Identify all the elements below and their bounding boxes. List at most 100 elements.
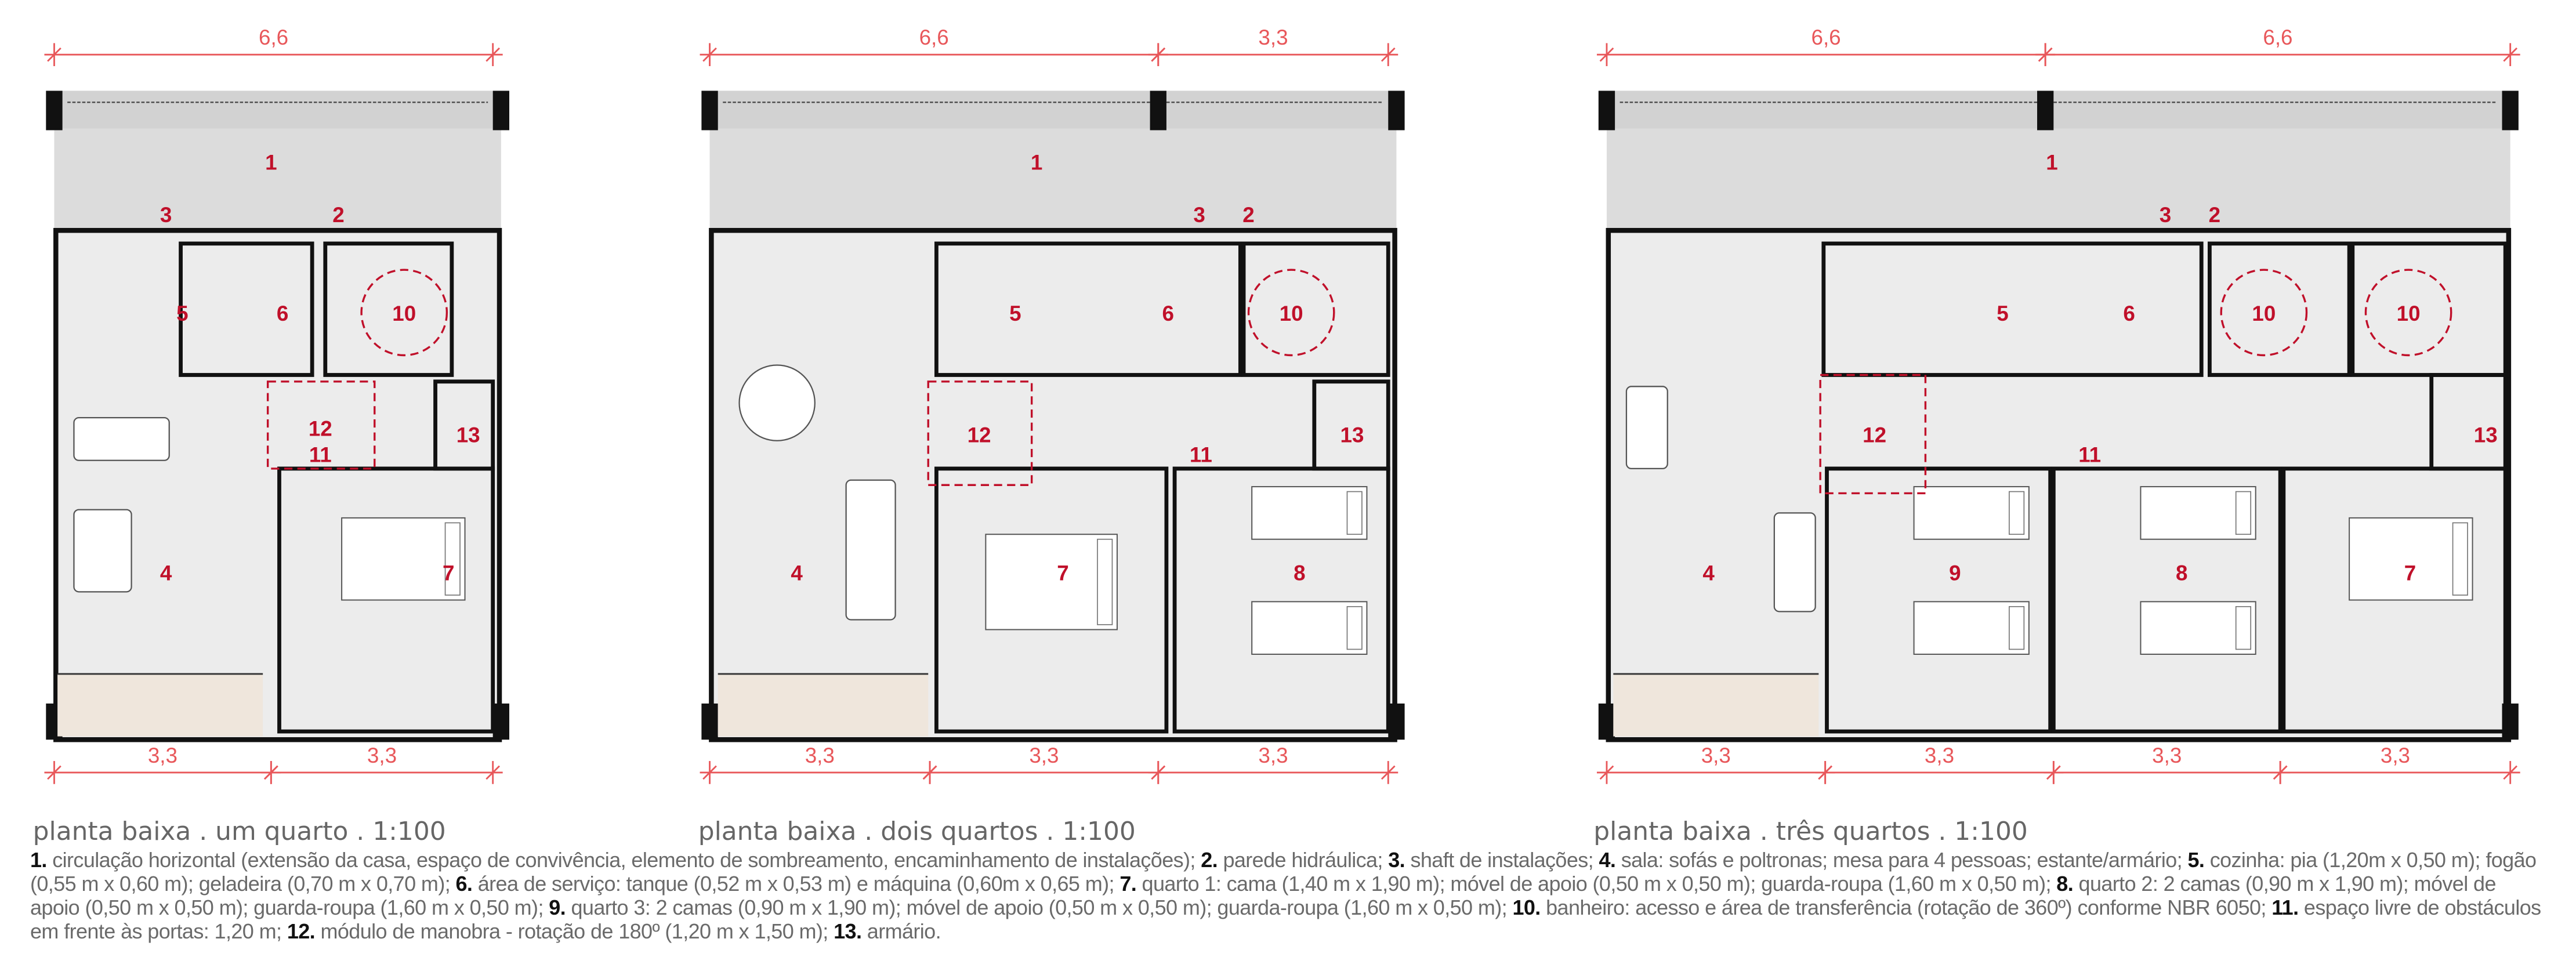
- pillow: [1346, 491, 1363, 535]
- round-table: [738, 364, 816, 441]
- room-label: 3: [160, 203, 172, 227]
- room-label: 10: [392, 302, 416, 325]
- maneuver-module-180: [1819, 374, 1927, 495]
- pillow: [2009, 491, 2025, 535]
- room-label: 3: [1193, 203, 1205, 227]
- legend-text: espaço livre de obstáculos em frente às …: [30, 896, 2541, 943]
- legend-number: 4.: [1599, 848, 1616, 872]
- legend-number: 7.: [1119, 872, 1137, 896]
- room-label: 12: [968, 423, 991, 447]
- structural-column: [701, 703, 718, 740]
- legend-number: 11.: [2271, 896, 2299, 919]
- room-label: 10: [1280, 302, 1303, 325]
- maneuver-module-180: [266, 380, 376, 470]
- legend-number: 9.: [549, 896, 566, 919]
- room-label: 10: [2252, 302, 2276, 325]
- dimension-tick: [1599, 47, 1614, 62]
- dimension-label: 3,3: [1925, 744, 1954, 767]
- structural-column: [1388, 703, 1405, 740]
- bed: [2349, 517, 2473, 601]
- dimension-tick: [1818, 765, 1832, 780]
- room-label: 11: [1190, 443, 1212, 467]
- legend-text: armário.: [861, 919, 941, 943]
- pillow: [1097, 538, 1113, 625]
- legend: 1. circulação horizontal (extensão da ca…: [30, 848, 2548, 943]
- dimension-tick: [1599, 765, 1614, 780]
- legend-text: quarto 3: 2 camas (0,90 m x 1,90 m); móv…: [566, 896, 1513, 919]
- room-label: 9: [1949, 561, 1961, 585]
- dimension-label: 3,3: [1029, 744, 1059, 767]
- structural-column: [1598, 703, 1615, 740]
- interior-wall: [179, 241, 314, 377]
- interior-wall: [934, 241, 1242, 377]
- interior-wall: [2208, 241, 2352, 377]
- bed: [985, 534, 1118, 630]
- dimension-tick: [702, 765, 717, 780]
- legend-text: parede hidráulica;: [1218, 848, 1389, 872]
- room-label: 1: [265, 150, 277, 174]
- legend-text: circulação horizontal (extensão da casa,…: [46, 848, 1201, 872]
- dimension-tick: [1381, 47, 1396, 62]
- legend-text: quarto 2: 2 camas (0,90 m x 1,90 m); móv…: [30, 872, 2496, 919]
- room-label: 6: [1162, 302, 1174, 325]
- turning-circle-360: [2364, 269, 2452, 357]
- plan-title: planta baixa . dois quartos . 1:100: [698, 817, 1136, 846]
- dimension-tick: [2273, 765, 2288, 780]
- room-label: 8: [1294, 561, 1305, 585]
- room-label: 4: [1702, 561, 1715, 585]
- dimension-tick: [2046, 765, 2061, 780]
- dimension-label: 3,3: [805, 744, 835, 767]
- dimension-label: 3,3: [148, 744, 177, 767]
- apartment-floor: [1606, 230, 2510, 740]
- turning-circle-360: [360, 269, 448, 357]
- legend-text: área de serviço: tanque (0,52 m x 0,53 m…: [472, 872, 1120, 896]
- interior-wall: [277, 466, 495, 734]
- dining-table: [73, 416, 170, 461]
- corridor-canopy: [709, 90, 1397, 129]
- interior-wall: [1241, 241, 1390, 377]
- room-label: 6: [2123, 302, 2135, 325]
- pillow: [2452, 522, 2468, 596]
- room-label: 4: [791, 561, 803, 585]
- structural-column: [701, 90, 718, 131]
- structural-column: [2502, 90, 2519, 131]
- interior-wall: [1825, 466, 2053, 734]
- sofa: [845, 479, 896, 621]
- legend-number: 10.: [1512, 896, 1541, 919]
- corridor-canopy: [1606, 90, 2510, 129]
- plan-title: planta baixa . três quartos . 1:100: [1593, 817, 2028, 846]
- legend-text: quarto 1: cama (1,40 m x 1,90 m); móvel …: [1136, 872, 2057, 896]
- room-label: 1: [1031, 150, 1042, 174]
- dimension-tick: [486, 47, 501, 62]
- dimension-label: 6,6: [1811, 26, 1840, 49]
- structural-column: [46, 90, 63, 131]
- legend-number: 2.: [1201, 848, 1218, 872]
- legend-number: 3.: [1388, 848, 1405, 872]
- room-label: 13: [2474, 423, 2498, 447]
- room-label: 1: [2046, 150, 2057, 174]
- pillow: [2235, 606, 2252, 650]
- turning-circle-360: [2220, 269, 2308, 357]
- room-label: 5: [1009, 302, 1021, 325]
- dimension-label: 3,3: [367, 744, 397, 767]
- room-label: 6: [277, 302, 288, 325]
- legend-number: 5.: [2187, 848, 2205, 872]
- corridor-canopy: [54, 90, 501, 129]
- room-label: 7: [443, 561, 454, 585]
- interior-wall: [2051, 466, 2282, 734]
- dimension-tick: [702, 47, 717, 62]
- legend-text: sala: sofás e poltronas; mesa para 4 pes…: [1615, 848, 2188, 872]
- room-label: 11: [2078, 443, 2101, 467]
- dimension-tick: [1151, 47, 1166, 62]
- room-label: 2: [332, 203, 344, 227]
- room-label: 12: [1863, 423, 1886, 447]
- structural-column: [1598, 90, 1615, 131]
- room-label: 5: [1997, 302, 2008, 325]
- structural-column: [492, 90, 510, 131]
- dimension-label: 3,3: [1258, 26, 1288, 49]
- maneuver-module-180: [927, 380, 1033, 486]
- pillow: [2235, 491, 2252, 535]
